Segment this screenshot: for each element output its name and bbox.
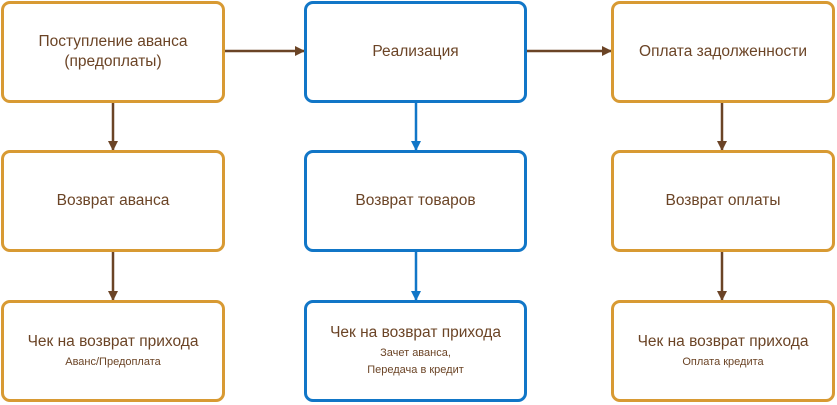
node-title: Чек на возврат прихода	[637, 332, 809, 350]
node-receipt-return-advance[interactable]: Чек на возврат прихода Аванс/Предоплата	[1, 300, 225, 402]
node-advance-return[interactable]: Возврат аванса	[1, 150, 225, 252]
node-title: Поступление аванса (предоплаты)	[38, 33, 188, 70]
node-receipt-return-credit[interactable]: Чек на возврат прихода Оплата кредита	[611, 300, 835, 402]
node-title: Возврат товаров	[355, 192, 476, 209]
node-receipt-return-offset[interactable]: Чек на возврат прихода Зачет аванса, Пер…	[304, 300, 527, 402]
node-sale[interactable]: Реализация	[304, 1, 527, 103]
node-title: Реализация	[372, 43, 459, 60]
node-payment-return[interactable]: Возврат оплаты	[611, 150, 835, 252]
node-title: Чек на возврат прихода	[27, 332, 199, 350]
node-title: Чек на возврат прихода	[330, 324, 501, 341]
node-title: Возврат аванса	[56, 192, 170, 209]
node-subtitle: Передача в кредит	[367, 364, 464, 376]
node-title: Оплата задолженности	[639, 43, 807, 60]
node-subtitle: Зачет аванса,	[380, 347, 451, 359]
node-advance-receipt[interactable]: Поступление аванса (предоплаты)	[1, 1, 225, 103]
node-debt-payment[interactable]: Оплата задолженности	[611, 1, 835, 103]
node-goods-return[interactable]: Возврат товаров	[304, 150, 527, 252]
node-subtitle: Аванс/Предоплата	[65, 355, 161, 368]
node-subtitle: Оплата кредита	[682, 355, 764, 368]
node-title: Возврат оплаты	[665, 192, 781, 209]
